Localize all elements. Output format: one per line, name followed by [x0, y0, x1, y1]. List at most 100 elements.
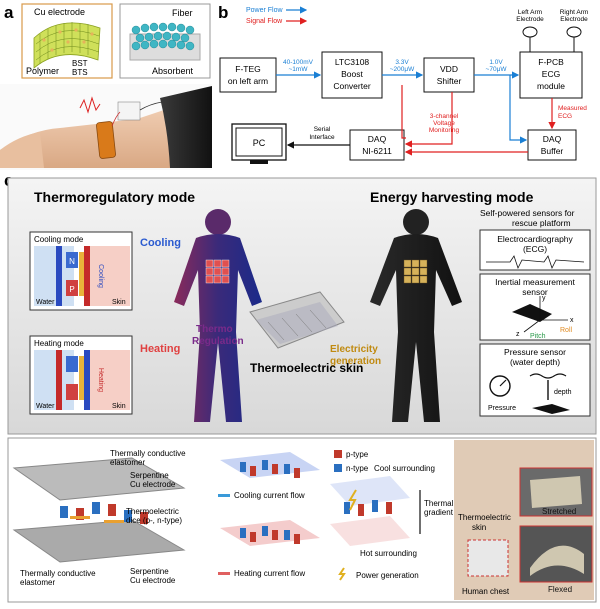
- svg-text:Skin: Skin: [112, 299, 126, 306]
- n-type-swatch: [334, 464, 342, 472]
- electrode-mesh-illustration: [33, 22, 101, 69]
- label-top-electrode-2: Cu electrode: [130, 480, 176, 489]
- chest-patch: [467, 539, 509, 577]
- svg-text:Heating mode: Heating mode: [34, 339, 84, 348]
- svg-text:ECG: ECG: [542, 69, 560, 79]
- teg-band: [96, 121, 116, 159]
- svg-text:Pressure: Pressure: [488, 405, 516, 412]
- svg-text:on left arm: on left arm: [228, 76, 268, 86]
- boost-board: [117, 101, 141, 121]
- label-top-electrode-1: Serpentine: [130, 471, 169, 480]
- svg-text:(ECG): (ECG): [523, 244, 547, 254]
- svg-text:~1mW: ~1mW: [289, 66, 309, 73]
- self-powered-1: Self-powered sensors for: [480, 208, 575, 218]
- label-bst: BST: [72, 59, 88, 68]
- svg-text:x: x: [570, 317, 574, 324]
- svg-text:Water: Water: [36, 299, 55, 306]
- legend-signal: Signal Flow: [246, 18, 283, 25]
- svg-text:(water depth): (water depth): [510, 357, 560, 367]
- label-cu-electrode: Cu electrode: [34, 7, 85, 17]
- thermo-regulation-1: Thermo: [196, 324, 233, 335]
- panel-a-illustration: a Cu electrode Polymer BST BTS Fiber Abs…: [0, 3, 212, 170]
- label-bottom-elastomer-1: Thermally conductive: [20, 569, 96, 578]
- svg-text:Buffer: Buffer: [541, 146, 564, 156]
- label-fiber: Fiber: [172, 8, 193, 18]
- label-bottom-elastomer-2: elastomer: [20, 578, 55, 587]
- panel-b: b Power Flow Signal Flow F-TEG on left a…: [212, 0, 600, 170]
- label-bts: BTS: [72, 68, 88, 77]
- bolt-icon: [348, 489, 357, 511]
- human-chest-label: Human chest: [462, 587, 510, 596]
- svg-text:Converter: Converter: [333, 81, 370, 91]
- svg-text:~70μW: ~70μW: [486, 66, 508, 73]
- power-bolt-icon: [338, 567, 346, 581]
- panel-c-illustration: c Thermoregulatory mode Energy harvestin…: [4, 171, 597, 603]
- svg-text:3-channel: 3-channel: [430, 113, 459, 120]
- stretched-label: Stretched: [542, 507, 576, 516]
- heating-mode-box: Heating mode Heating Water Skin: [29, 335, 133, 415]
- cooling-label: Cooling: [140, 237, 181, 249]
- panel-a-letter: a: [4, 3, 14, 22]
- electricity-generation-1: Electricity: [330, 344, 378, 355]
- svg-text:~200μW: ~200μW: [390, 66, 415, 73]
- svg-text:F-PCB: F-PCB: [538, 57, 564, 67]
- right-human-figure: [370, 209, 462, 422]
- te-skin-label-1: Thermoelectric: [458, 513, 511, 522]
- heating-flow-swatch: [218, 572, 230, 575]
- svg-text:DAQ: DAQ: [368, 134, 387, 144]
- svg-text:Roll: Roll: [560, 327, 573, 334]
- svg-text:Inertial measurement: Inertial measurement: [495, 277, 575, 287]
- svg-text:PC: PC: [253, 138, 266, 148]
- thermo-regulation-2: Regulation: [192, 336, 244, 347]
- svg-text:Interface: Interface: [309, 134, 335, 141]
- label-top-elastomer-2: elastomer: [110, 458, 145, 467]
- svg-text:module: module: [537, 81, 565, 91]
- diver-small-icon: [532, 404, 570, 414]
- heating-flow-label: Heating current flow: [234, 569, 305, 578]
- svg-text:z: z: [516, 331, 520, 338]
- arm-photo: [0, 84, 212, 170]
- flow-vdd-buffer: [509, 75, 528, 144]
- svg-text:Pitch: Pitch: [530, 333, 546, 340]
- hot-surrounding-label: Hot surrounding: [360, 549, 417, 558]
- electrode-left: Left Arm Electrode: [516, 9, 544, 52]
- svg-text:N: N: [69, 257, 75, 266]
- fiber-illustration: [129, 22, 201, 61]
- bottom-right-photos: [454, 440, 594, 600]
- block-daq-buffer: DAQ Buffer: [527, 129, 577, 161]
- svg-text:DAQ: DAQ: [543, 134, 562, 144]
- svg-text:1.0V: 1.0V: [489, 59, 503, 66]
- self-powered-2: rescue platform: [512, 218, 571, 228]
- label-bottom-electrode-1: Serpentine: [130, 567, 169, 576]
- electrode-right: Right Arm Electrode: [560, 9, 588, 52]
- label-top-elastomer-1: Thermally conductive: [110, 449, 186, 458]
- block-daq-ni6211: DAQ NI-6211: [349, 129, 405, 161]
- label-bottom-electrode-2: Cu electrode: [130, 576, 176, 585]
- svg-text:Left Arm: Left Arm: [518, 9, 542, 16]
- gauge-icon: [489, 375, 511, 397]
- n-type-label: n-type: [346, 464, 369, 473]
- block-boost-converter: LTC3108 Boost Converter: [321, 51, 383, 99]
- left-human-figure: [174, 209, 262, 422]
- flexed-label: Flexed: [548, 585, 572, 594]
- svg-text:Water: Water: [36, 403, 55, 410]
- thermal-gradient-2: gradient: [424, 508, 454, 517]
- svg-text:Electrocardiography: Electrocardiography: [497, 234, 573, 244]
- svg-text:Cooling mode: Cooling mode: [34, 235, 84, 244]
- thermoelectric-skin-center: [249, 291, 345, 349]
- label-dice-2: dice (p-, n-type): [126, 516, 182, 525]
- heat-wave-icon: [79, 96, 101, 114]
- cooling-flow-swatch: [218, 494, 230, 497]
- svg-text:LTC3108: LTC3108: [335, 57, 370, 67]
- title-energy-harvesting: Energy harvesting mode: [370, 189, 534, 205]
- svg-text:Cooling: Cooling: [97, 264, 104, 288]
- svg-text:Monitoring: Monitoring: [429, 127, 460, 134]
- electricity-generation-2: generation: [330, 356, 381, 367]
- svg-text:depth: depth: [554, 389, 572, 396]
- svg-text:NI-6211: NI-6211: [362, 146, 392, 156]
- svg-text:Skin: Skin: [112, 403, 126, 410]
- p-type-label: p-type: [346, 450, 369, 459]
- bottom-middle-diagram: [220, 452, 421, 546]
- svg-text:Measured: Measured: [558, 105, 587, 112]
- svg-text:Serial: Serial: [314, 126, 331, 133]
